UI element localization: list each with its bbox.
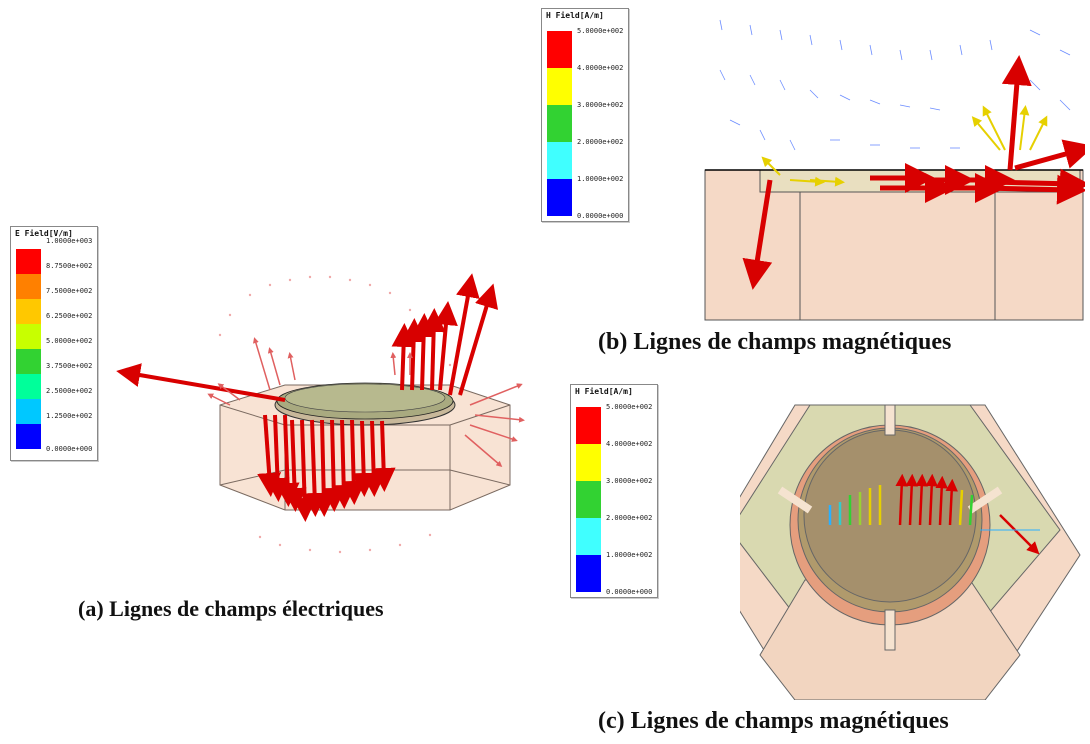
legend-swatch	[547, 179, 572, 216]
legend-swatch	[576, 481, 601, 518]
legend-label: 1.0000e+002	[577, 175, 624, 183]
legend-label: 3.0000e+002	[606, 477, 653, 485]
legend-label: 2.0000e+002	[606, 514, 653, 522]
legend-label: 5.0000e+002	[606, 403, 653, 411]
legend-swatch	[16, 299, 41, 324]
e-field-arrows	[116, 273, 499, 522]
legend-label: 8.7500e+002	[46, 262, 93, 270]
h-field-cross-section	[704, 19, 1085, 321]
legend-label: 2.0000e+002	[577, 138, 624, 146]
caption-c: (c) Lignes de champs magnétiques	[598, 708, 949, 734]
legend-swatch	[16, 249, 41, 274]
medium-field-arrows	[761, 105, 1048, 187]
legend-title: E Field[V/m]	[15, 229, 73, 238]
weak-field-arrows	[719, 19, 1071, 151]
legend-swatch	[547, 142, 572, 179]
legend-swatch	[547, 31, 572, 68]
legend-label: 5.0000e+002	[577, 27, 624, 35]
legend-label: 1.0000e+003	[46, 237, 93, 245]
legend-swatch	[16, 399, 41, 424]
legend-swatch	[547, 105, 572, 142]
legend-swatch	[576, 555, 601, 592]
h-field-legend-b: H Field[A/m] 5.0000e+002 4.0000e+002 3.0…	[541, 8, 629, 222]
legend-label: 1.0000e+002	[606, 551, 653, 559]
legend-label: 2.5000e+002	[46, 387, 93, 395]
strong-field-arrows	[742, 55, 1085, 290]
legend-label: 5.0000e+002	[46, 337, 93, 345]
legend-label: 7.5000e+002	[46, 287, 93, 295]
e-field-small-arrows	[207, 337, 525, 467]
legend-swatch	[16, 274, 41, 299]
legend-label: 1.2500e+002	[46, 412, 93, 420]
e-field-legend: E Field[V/m] 1.0000e+003 8.7500e+002 7.5…	[10, 226, 98, 461]
legend-label: 3.7500e+002	[46, 362, 93, 370]
legend-label: 0.0000e+000	[46, 445, 93, 453]
caption-b: (b) Lignes de champs magnétiques	[598, 329, 952, 355]
legend-swatch	[16, 349, 41, 374]
hexagonal-cavity-top	[740, 404, 1081, 700]
e-field-3d-view	[116, 273, 525, 554]
legend-swatch	[576, 518, 601, 555]
legend-swatch	[576, 407, 601, 444]
h-field-legend-c: H Field[A/m] 5.0000e+002 4.0000e+002 3.0…	[570, 384, 658, 598]
legend-label: 4.0000e+002	[577, 64, 624, 72]
legend-label: 0.0000e+000	[577, 212, 624, 220]
caption-a: (a) Lignes de champs électriques	[78, 596, 384, 621]
legend-swatch	[576, 444, 601, 481]
legend-label: 0.0000e+000	[606, 588, 653, 596]
h-field-top-view	[740, 404, 1081, 700]
legend-label: 4.0000e+002	[606, 440, 653, 448]
top-view-arrows	[828, 473, 1040, 555]
legend-label: 3.0000e+002	[577, 101, 624, 109]
legend-swatch	[16, 424, 41, 449]
legend-title: H Field[A/m]	[575, 387, 633, 396]
legend-swatch	[16, 374, 41, 399]
legend-label: 6.2500e+002	[46, 312, 93, 320]
legend-swatch	[547, 68, 572, 105]
legend-swatch	[16, 324, 41, 349]
legend-title: H Field[A/m]	[546, 11, 604, 20]
resonator-disc	[274, 382, 456, 426]
